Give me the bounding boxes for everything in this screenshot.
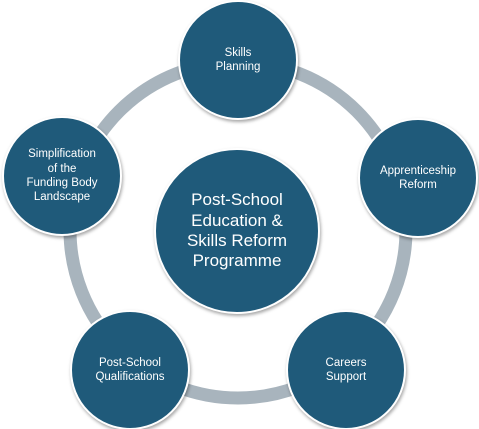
node-simplification-funding-label: Simplification of the Funding Body Lands… — [26, 148, 98, 204]
node-apprenticeship-reform-label: Apprenticeship Reform — [379, 164, 457, 191]
node-post-school-qualifications: Post-School Qualifications — [70, 310, 190, 429]
node-skills-planning-label: Skills Planning — [215, 46, 261, 73]
node-skills-planning: Skills Planning — [178, 0, 298, 120]
node-simplification-funding: Simplification of the Funding Body Lands… — [2, 116, 122, 236]
center-node-label: Post-School Education & Skills Reform Pr… — [186, 190, 288, 271]
node-post-school-qualifications-label: Post-School Qualifications — [95, 356, 165, 383]
center-node: Post-School Education & Skills Reform Pr… — [154, 148, 320, 314]
node-careers-support-label: Careers Support — [325, 356, 367, 383]
node-apprenticeship-reform: Apprenticeship Reform — [358, 118, 478, 238]
node-careers-support: Careers Support — [286, 310, 406, 429]
